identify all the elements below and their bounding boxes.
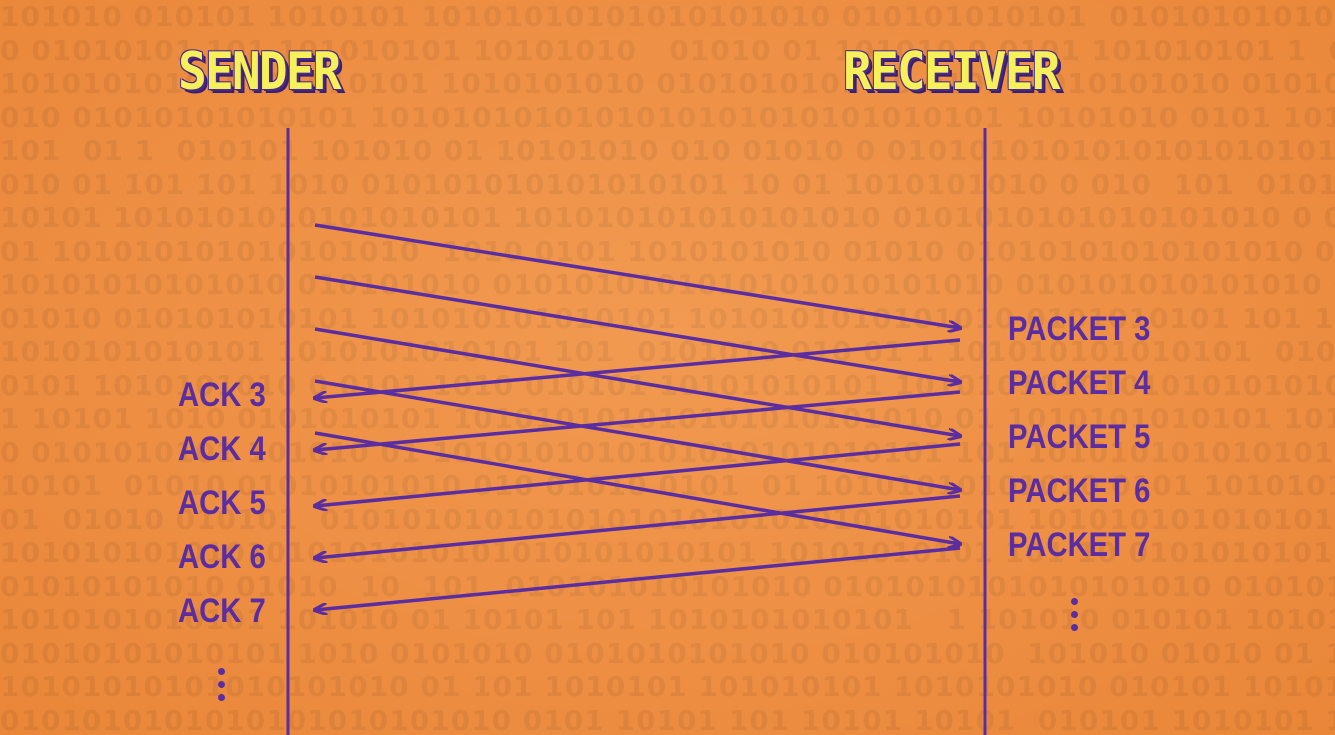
ack-arrow [315, 546, 961, 610]
receiver-ellipsis-icon [1069, 598, 1079, 631]
ack-6-label: ACK 6 [178, 538, 266, 576]
packet-arrow [314, 275, 960, 382]
packet-4-label: PACKET 4 [1008, 364, 1151, 402]
packet-arrow [314, 327, 960, 436]
packet-7-label: PACKET 7 [1008, 526, 1151, 564]
packet-arrow [314, 223, 960, 328]
ack-3-label: ACK 3 [178, 376, 266, 414]
receiver-title: RECEIVER [843, 42, 1061, 102]
packet-3-label: PACKET 3 [1008, 310, 1151, 348]
packet-arrow [314, 379, 960, 490]
packet-6-label: PACKET 6 [1008, 472, 1151, 510]
ack-7-label: ACK 7 [178, 592, 266, 630]
packet-5-label: PACKET 5 [1008, 418, 1151, 456]
ack-arrow [315, 442, 961, 506]
sender-ellipsis-icon [216, 668, 226, 701]
ack-arrow [315, 338, 961, 398]
sender-title: SENDER [178, 42, 342, 102]
ack-arrow [315, 494, 961, 558]
ack-4-label: ACK 4 [178, 430, 266, 468]
packet-arrow [314, 431, 960, 544]
ack-5-label: ACK 5 [178, 484, 266, 522]
ack-arrow [315, 390, 961, 450]
